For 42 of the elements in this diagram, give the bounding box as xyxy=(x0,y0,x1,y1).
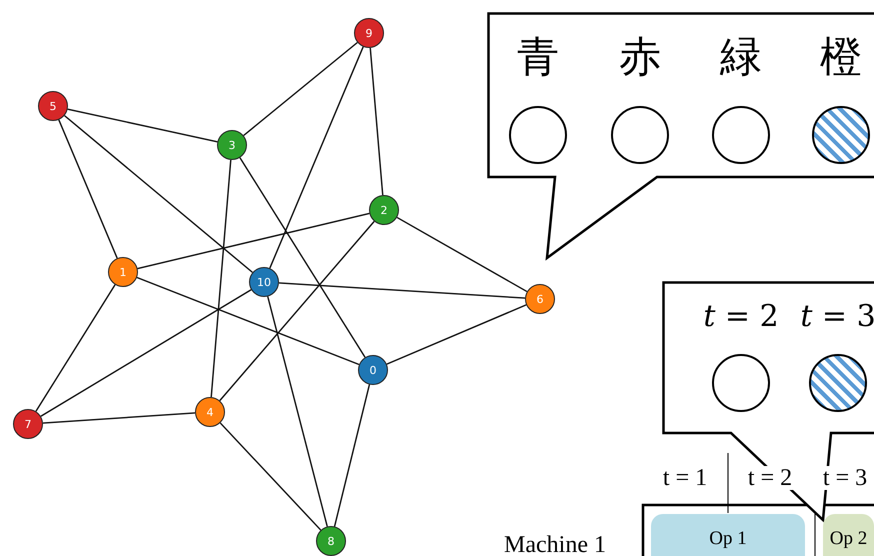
edge xyxy=(42,412,196,424)
column-header: t = 2 xyxy=(746,466,794,490)
edge xyxy=(396,216,528,292)
edge xyxy=(58,120,118,258)
time-label: t = 3 xyxy=(800,302,874,332)
edge xyxy=(68,108,218,142)
edge xyxy=(219,220,375,402)
edge xyxy=(267,296,328,527)
edge xyxy=(386,304,526,365)
edge xyxy=(334,384,370,527)
edge xyxy=(137,212,370,270)
color-label: 赤 xyxy=(619,36,661,78)
speech-bubble xyxy=(487,12,874,262)
color-label: 青 xyxy=(517,36,559,78)
edge xyxy=(210,160,232,398)
graph-node: 9 xyxy=(354,18,384,48)
edge xyxy=(370,48,384,196)
graph-node: 2 xyxy=(369,195,399,225)
column-header: t = 3 xyxy=(822,466,868,490)
edge xyxy=(40,289,252,417)
color-label: 緑 xyxy=(720,36,762,78)
graph-node: 0 xyxy=(358,355,388,385)
time-label: t = 2 xyxy=(703,302,779,332)
edge xyxy=(243,42,358,136)
edge xyxy=(136,276,360,366)
graph-node: 6 xyxy=(525,284,555,314)
graph-node: 10 xyxy=(249,267,279,297)
edge xyxy=(269,46,364,268)
edge xyxy=(278,282,526,299)
graph-node: 4 xyxy=(195,397,225,427)
graph-node: 8 xyxy=(316,526,346,556)
graph-node: 3 xyxy=(217,130,247,160)
edge xyxy=(64,115,253,273)
edge xyxy=(220,422,322,531)
edge xyxy=(35,284,116,412)
graph-node: 1 xyxy=(108,257,138,287)
edge xyxy=(239,157,366,358)
graph-node: 5 xyxy=(38,91,68,121)
operation-box: Op 2 xyxy=(823,514,874,556)
color-label: 橙 xyxy=(820,36,862,78)
graph-node: 7 xyxy=(13,409,43,439)
operation-box: Op 1 xyxy=(651,514,805,556)
